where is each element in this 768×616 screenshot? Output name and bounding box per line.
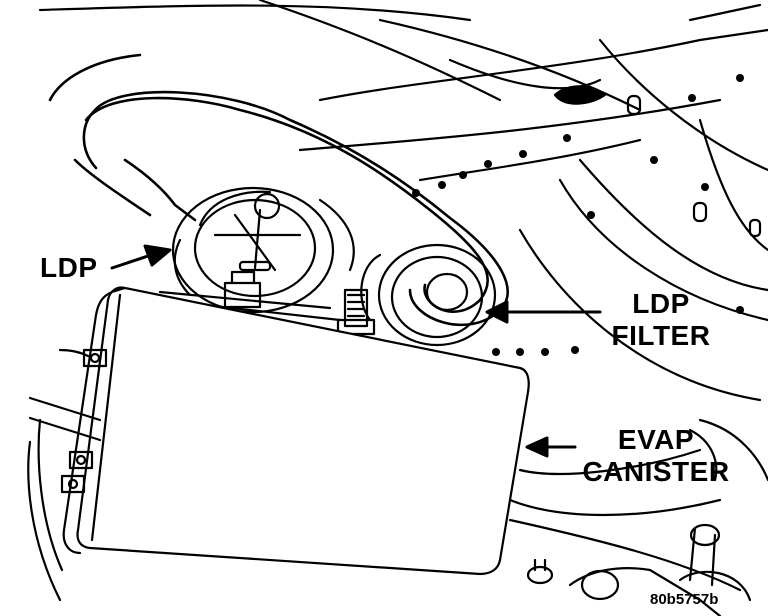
evap-canister <box>58 286 530 576</box>
fuel-line-fitting <box>526 523 752 616</box>
ldp-filter-label-line2: FILTER <box>611 320 711 351</box>
ldp-label: LDP <box>40 252 98 284</box>
evap-canister-label-line1: EVAP <box>617 424 695 455</box>
body-panel-lines <box>38 0 768 402</box>
evap-canister-label: EVAP CANISTER <box>581 424 731 488</box>
ldp-filter-label-line1: LDP <box>632 288 690 319</box>
small-grommets <box>626 94 762 238</box>
lower-frame <box>27 396 768 602</box>
figure-reference-code: 80b5757b <box>650 591 719 608</box>
ldp-pump <box>171 186 355 314</box>
ldp-label-text: LDP <box>40 252 98 283</box>
ldp-filter <box>360 243 497 347</box>
canister-bolts <box>60 348 108 494</box>
rivet-dots <box>412 74 744 356</box>
ldp-filter-label: LDP FILTER <box>606 288 716 352</box>
vacuum-hose <box>48 53 509 327</box>
evap-canister-label-line2: CANISTER <box>582 456 730 487</box>
callout-arrows <box>110 244 602 458</box>
